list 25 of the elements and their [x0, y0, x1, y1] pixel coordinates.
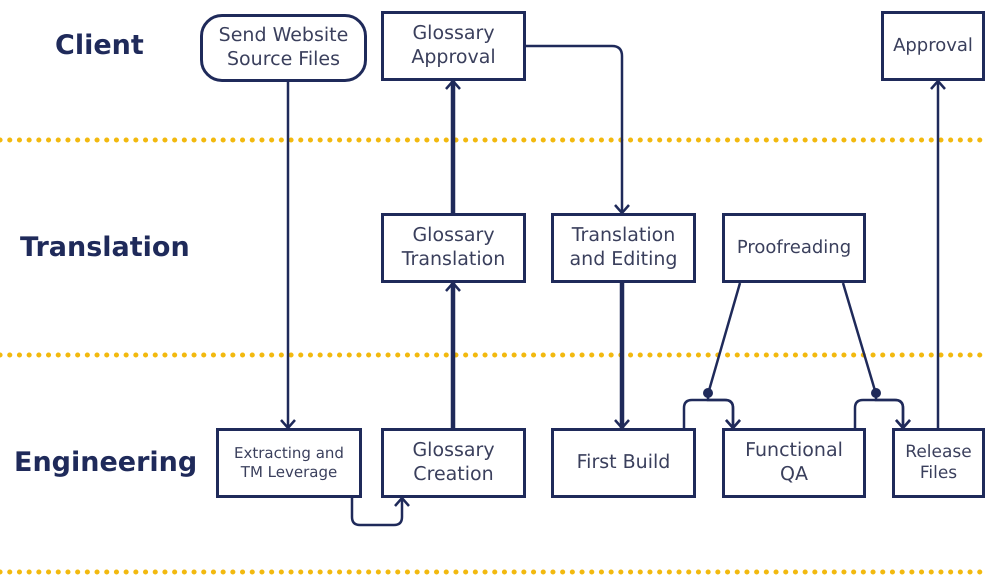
- process-box: [381, 428, 526, 498]
- box-label: Extracting and TM Leverage: [233, 444, 345, 482]
- lane-label: Client: [55, 30, 144, 61]
- box-label: First Build: [576, 451, 670, 475]
- start-box: [200, 14, 367, 82]
- process-box: [551, 428, 696, 498]
- process-box: [722, 213, 866, 283]
- box-label: Send Website Source Files: [218, 24, 350, 72]
- box-label: Glossary Approval: [410, 22, 497, 70]
- box-label: Functional QA: [744, 439, 844, 487]
- process-box: [892, 428, 985, 498]
- box-label: Approval: [893, 34, 973, 58]
- process-box: [551, 213, 696, 283]
- process-box: [381, 213, 526, 283]
- box-label: Release Files: [904, 442, 973, 484]
- box-label: Glossary Translation: [400, 224, 506, 272]
- process-box: [381, 11, 526, 81]
- process-box: [722, 428, 866, 498]
- box-label: Translation and Editing: [568, 224, 678, 272]
- box-label: Glossary Creation: [411, 439, 496, 487]
- lane-label: Engineering: [14, 447, 198, 478]
- process-box: [881, 11, 985, 81]
- process-box: [216, 428, 362, 498]
- box-label: Proofreading: [736, 236, 852, 260]
- lane-label: Translation: [20, 232, 190, 263]
